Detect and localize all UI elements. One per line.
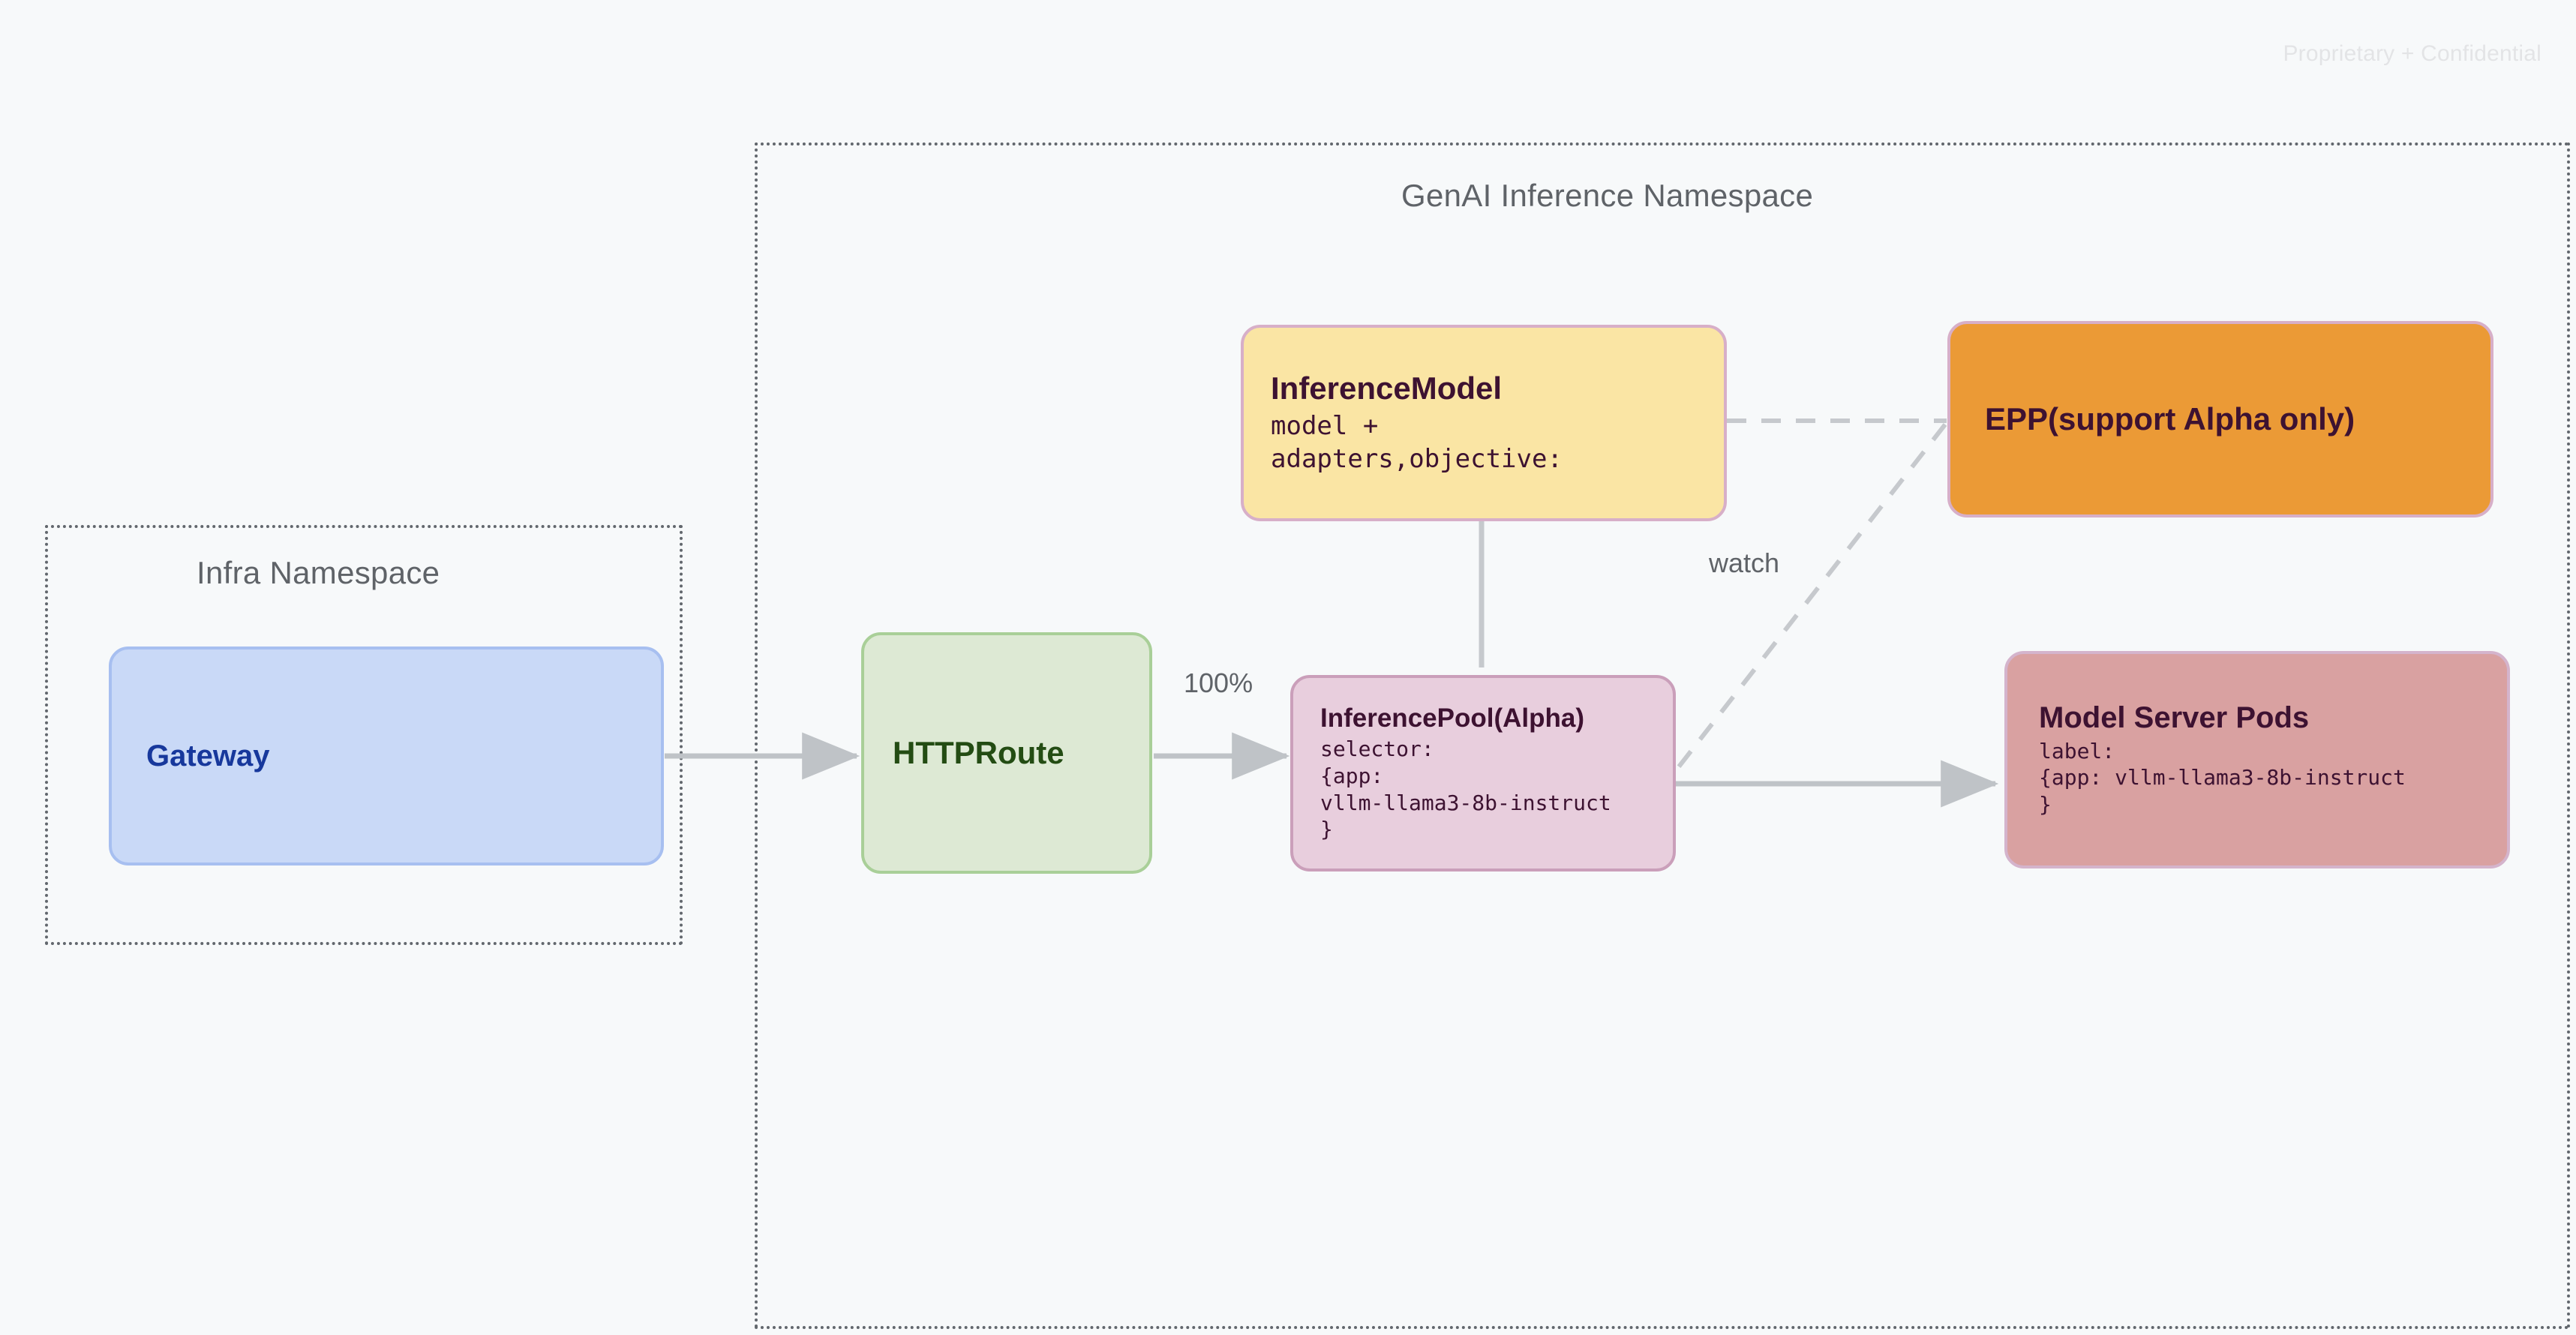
genai-namespace-container xyxy=(755,142,2570,1329)
node-modelserverpods-detail: label: {app: vllm-llama3-8b-instruct } xyxy=(2039,738,2406,818)
node-inferencemodel-detail: model + adapters,objective: xyxy=(1271,411,1563,474)
infra-namespace-container xyxy=(45,525,683,945)
node-epp-title: EPP(support Alpha only) xyxy=(1985,401,2355,437)
node-inferencemodel-title: InferenceModel xyxy=(1271,370,1503,406)
node-gateway[interactable]: Gateway xyxy=(109,646,664,866)
node-inferencemodel[interactable]: InferenceModel model + adapters,objectiv… xyxy=(1241,325,1727,521)
node-inferencepool-detail: selector: {app: vllm-llama3-8b-instruct … xyxy=(1320,736,1611,842)
node-httproute-title: HTTPRoute xyxy=(893,735,1064,771)
genai-namespace-title: GenAI Inference Namespace xyxy=(1401,178,1814,213)
node-modelserverpods[interactable]: Model Server Pods label: {app: vllm-llam… xyxy=(2004,651,2510,868)
node-gateway-title: Gateway xyxy=(146,739,270,772)
confidential-watermark: Proprietary + Confidential xyxy=(2283,41,2541,66)
node-inferencepool-title: InferencePool(Alpha) xyxy=(1320,703,1584,733)
edge-label-percent: 100% xyxy=(1184,668,1253,698)
edge-label-watch: watch xyxy=(1709,548,1780,578)
node-modelserverpods-title: Model Server Pods xyxy=(2039,700,2310,734)
infra-namespace-title: Infra Namespace xyxy=(197,555,440,590)
node-httproute[interactable]: HTTPRoute xyxy=(861,632,1152,874)
node-inferencepool[interactable]: InferencePool(Alpha) selector: {app: vll… xyxy=(1290,675,1676,872)
node-epp[interactable]: EPP(support Alpha only) xyxy=(1947,321,2493,518)
